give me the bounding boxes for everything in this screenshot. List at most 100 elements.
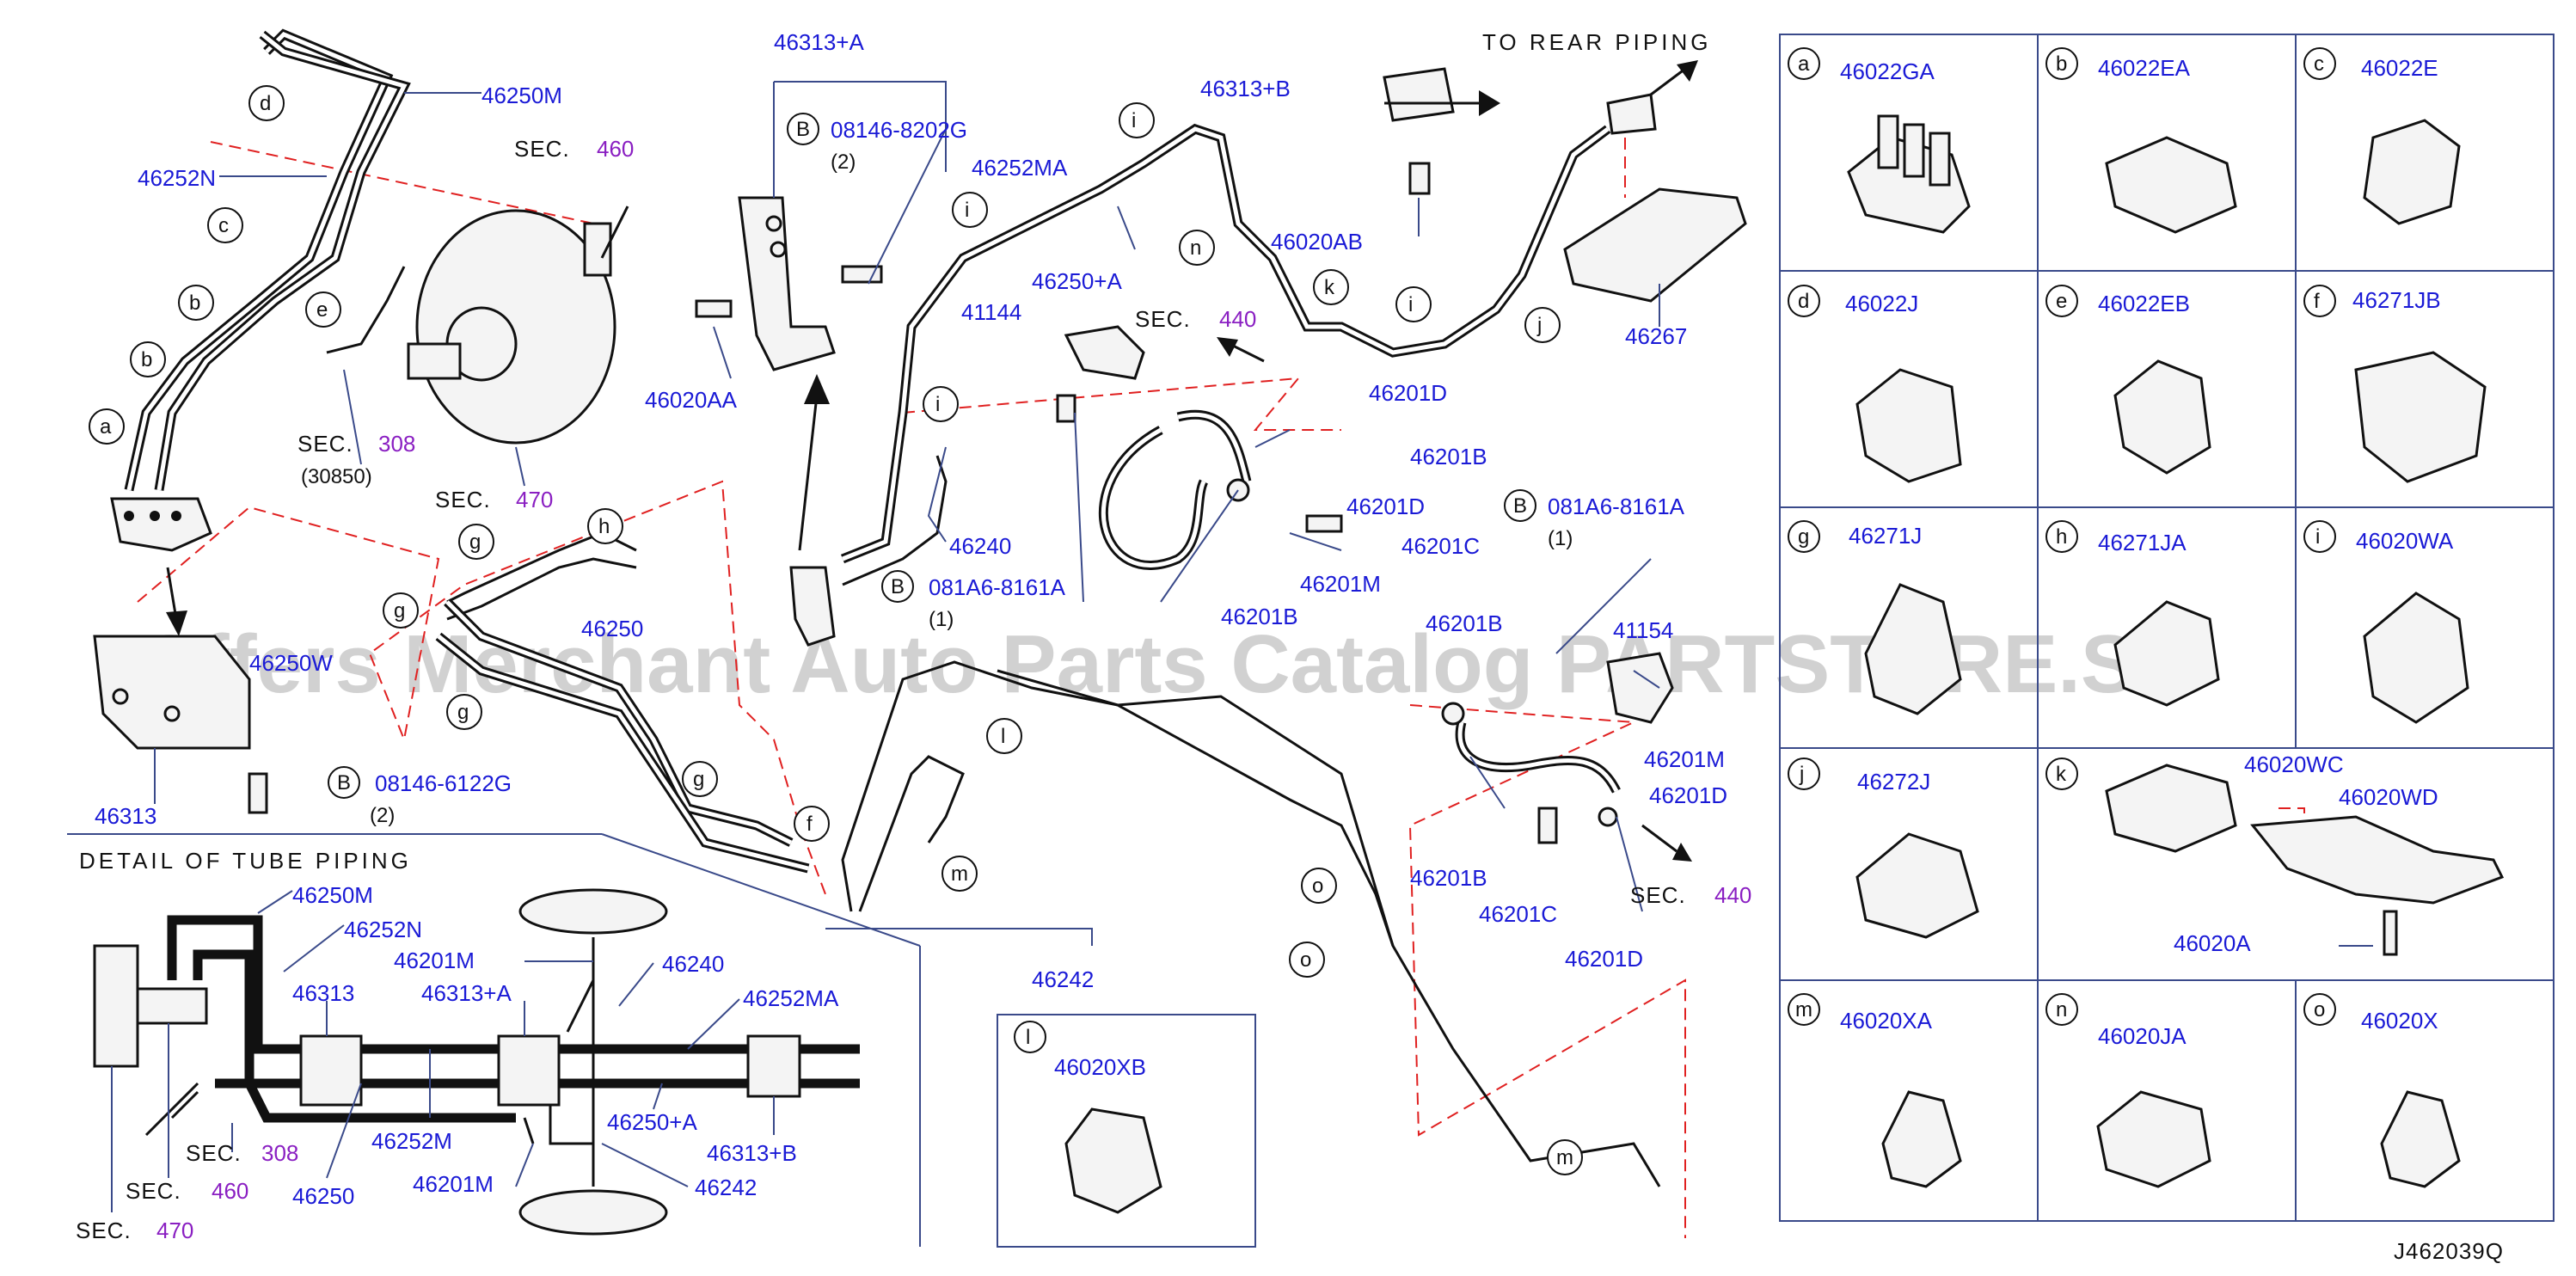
grid-cell-letter: c	[2314, 52, 2324, 76]
grid-cell-part: 46020WA	[2356, 528, 2454, 554]
left-pipes	[124, 28, 810, 874]
bolt-icon	[248, 162, 1558, 844]
part-label: 46201B	[1426, 610, 1503, 636]
detail-part-label: 46252MA	[743, 985, 839, 1011]
detail-part-label: 46252N	[344, 917, 422, 942]
grid-cell-letter: n	[2056, 998, 2067, 1021]
section-number: 308	[378, 431, 415, 457]
clip-sketches	[1064, 114, 2505, 1214]
part-label: 46201D	[1565, 946, 1643, 972]
part-label: 41154	[1613, 617, 1673, 643]
section-ref: SEC.	[514, 136, 570, 162]
bolt-letter: B	[796, 118, 810, 141]
clip-letter: m	[951, 862, 968, 886]
detail-part-label: 46313+B	[707, 1140, 797, 1166]
part-qty: (1)	[1548, 527, 1573, 550]
grid-cell-letter: m	[1795, 998, 1812, 1021]
section-ref: SEC.	[126, 1178, 181, 1204]
grid-cell-letter: o	[2314, 998, 2325, 1021]
section-ref: SEC.	[186, 1140, 242, 1166]
clip-letter: a	[100, 415, 112, 439]
clip-letter: g	[693, 768, 704, 791]
bolt-b-markers: B B B B	[328, 113, 1536, 799]
main-part-labels: 46250M 46252N SEC. 460 SEC. 308 (30850) …	[95, 29, 1751, 1080]
part-label: 41144	[961, 299, 1021, 325]
grid-cell-letter: g	[1798, 525, 1809, 549]
leader-lines	[154, 81, 1660, 946]
section-number: 440	[1714, 882, 1751, 908]
grid-cell-part: 46022J	[1845, 291, 1918, 316]
detail-drawing	[93, 888, 860, 1236]
detail-box-l	[997, 1014, 1256, 1248]
grid-cell-part: 46022GA	[1840, 58, 1935, 84]
part-label: 08146-6122G	[375, 770, 512, 796]
part-label: 46313	[95, 803, 156, 829]
grid-cell-part: 46271J	[1849, 523, 1922, 549]
grid-cell-letter: b	[2056, 52, 2067, 76]
connector-block-46313	[93, 635, 251, 750]
bracket-41154	[1606, 652, 1674, 724]
clip-letter: l	[1001, 725, 1005, 748]
section-number: 470	[516, 487, 553, 512]
section-number: 440	[1219, 306, 1256, 332]
grid-cell-part: 46020WD	[2339, 784, 2438, 810]
clip-letter: g	[394, 599, 405, 623]
connector-bracket-a	[110, 497, 212, 552]
part-label: 46242	[1032, 966, 1094, 992]
part-label: 46201B	[1410, 865, 1487, 891]
grid-cell-part: 46022EA	[2098, 55, 2191, 81]
grid-cell-letter: e	[2056, 290, 2067, 313]
bracket-46267	[1563, 187, 1747, 303]
up-arrow	[166, 374, 830, 636]
part-label: 08146-8202G	[831, 117, 967, 143]
part-label: 46201M	[1300, 571, 1381, 597]
detail-labels: 46250M 46252N 46201M 46240 46313 46313+A…	[76, 882, 839, 1243]
detail-box: DETAIL OF TUBE PIPING	[67, 833, 921, 1247]
part-label: 46240	[949, 533, 1011, 559]
rear-junction-blocks	[1217, 60, 1698, 862]
section-ref: SEC.	[1135, 306, 1191, 332]
grid-cell-part: 46272J	[1857, 769, 1930, 794]
to-rear-piping: TO REAR PIPING	[1482, 29, 1711, 55]
grid-cell-letter: j	[1799, 763, 1804, 786]
clip-letter: i	[1132, 109, 1136, 132]
bracket-41144	[1064, 325, 1145, 380]
section-ref: SEC.	[1630, 882, 1686, 908]
clip-letter: l	[1026, 1026, 1030, 1049]
part-label: 46020XB	[1054, 1054, 1146, 1080]
detail-part-label: 46242	[695, 1175, 757, 1200]
section-ref: SEC.	[297, 431, 353, 457]
clip-letter: o	[1312, 874, 1323, 898]
part-label: 46250M	[481, 83, 562, 108]
clip-letter: n	[1190, 236, 1201, 260]
detail-part-label: 46240	[662, 951, 724, 977]
clip-letter: j	[1536, 314, 1542, 337]
grid-cell-part: 46271JB	[2352, 287, 2441, 313]
flex-hose-front	[1098, 409, 1252, 570]
part-label: 46201B	[1410, 444, 1487, 469]
clip-letter: i	[1408, 293, 1413, 316]
part-label: 46201B	[1221, 604, 1298, 629]
clip-letter: d	[260, 92, 271, 115]
section-ref: SEC.	[435, 487, 491, 512]
bolt-letter: B	[337, 771, 351, 794]
part-label: 081A6-8161A	[929, 574, 1066, 600]
part-label: 46313+B	[1200, 76, 1291, 101]
clip-letter: e	[316, 298, 328, 322]
detail-title: DETAIL OF TUBE PIPING	[79, 848, 412, 874]
detail-part-label: 46201M	[394, 948, 475, 973]
section-number: 308	[261, 1140, 298, 1166]
grid-cell-part: 46020XA	[1840, 1008, 1933, 1034]
detail-part-label: 46201M	[413, 1171, 494, 1197]
grid-cell-letter: k	[2056, 763, 2067, 786]
detail-part-label: 46313	[292, 980, 354, 1006]
grid-cell-part: 46020JA	[2098, 1023, 2187, 1049]
detail-part-label: 46252M	[371, 1128, 452, 1154]
grid-cell-part: 46020A	[2174, 930, 2251, 956]
part-qty: (2)	[370, 804, 395, 827]
grid-cell-letter: i	[2315, 525, 2320, 549]
grid-cell-letter: a	[1798, 52, 1810, 76]
part-label: 46020AA	[645, 387, 738, 413]
clip-letter: k	[1324, 276, 1335, 299]
